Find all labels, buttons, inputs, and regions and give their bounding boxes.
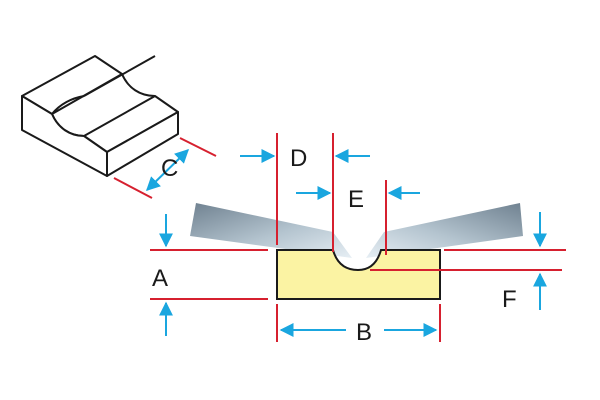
c-extension-line-upper [179,137,217,157]
left-blade [190,203,352,258]
right-blade [366,203,523,258]
label-e: E [348,186,364,213]
label-b: B [356,319,372,346]
dimension-e: E [296,180,420,255]
label-a: A [152,265,168,292]
c-extension-line-lower [113,177,153,199]
dimension-b: B [276,304,441,346]
grooved-block-icon [21,55,179,177]
dimension-a: A [150,214,268,336]
dimension-f: F [370,212,566,313]
label-f: F [502,286,517,313]
workpiece [276,249,441,300]
label-c: C [161,155,178,182]
dimension-c: C [113,137,217,199]
dimension-d: D [240,133,370,252]
c-arrow [145,149,190,191]
label-d: D [290,145,307,172]
cutter-blades [190,203,523,258]
